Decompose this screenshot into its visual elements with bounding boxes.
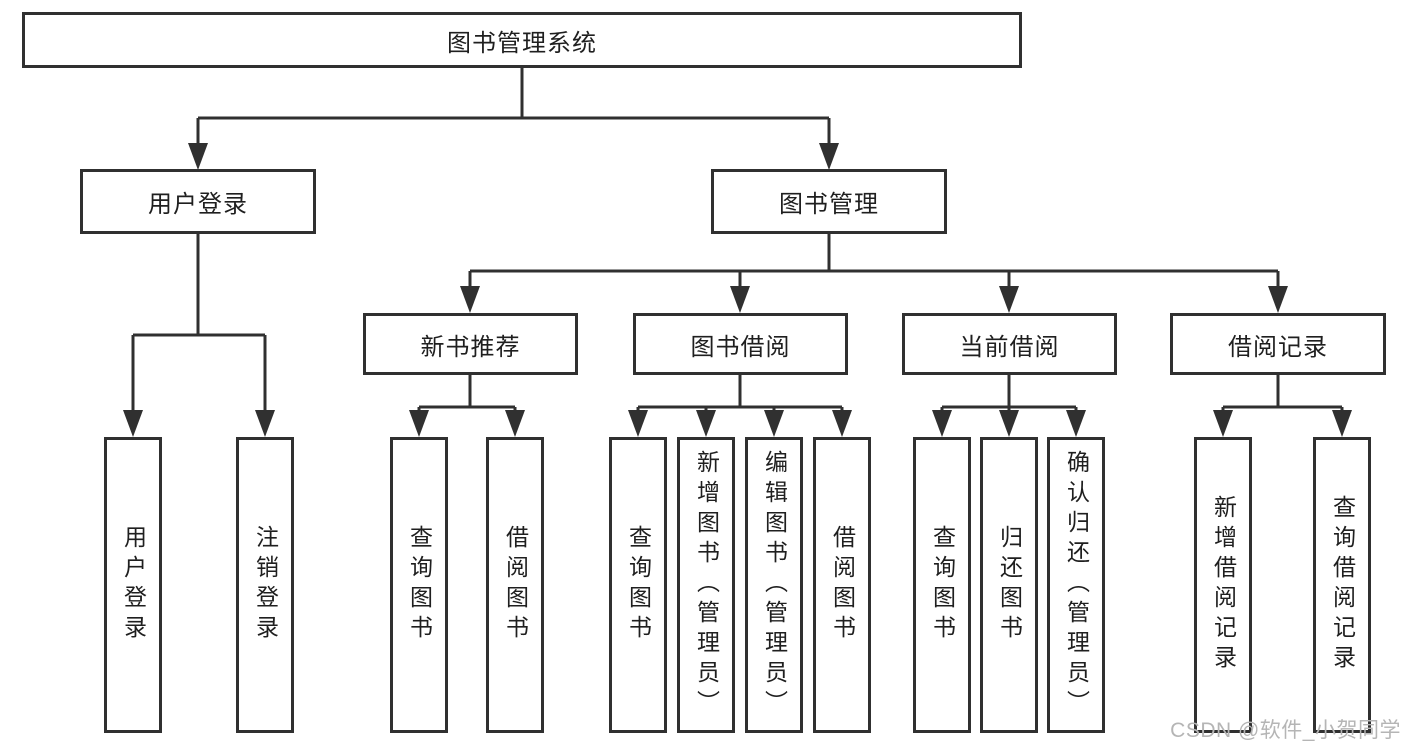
leaf-add-borrow-record: 新增借阅记录: [1194, 437, 1252, 733]
node-label: 借阅记录: [1228, 333, 1328, 361]
leaf-logout: 注销登录: [236, 437, 294, 733]
node-label: 图书借阅: [690, 333, 791, 361]
node-label: 新增借阅记录: [1210, 495, 1237, 675]
node-borrowing-records: 借阅记录: [1170, 313, 1386, 375]
node-label: 归还图书: [996, 525, 1023, 645]
node-label: 用户登录: [148, 191, 248, 218]
arrowheads: [123, 143, 1352, 437]
node-label: 当前借阅: [959, 333, 1060, 361]
node-book-management: 图书管理: [711, 169, 947, 234]
node-label: 查询借阅记录: [1329, 495, 1356, 675]
watermark-text: CSDN @软件_小贺同学: [1170, 719, 1401, 742]
node-label: 查询图书: [406, 525, 433, 645]
node-current-borrowing: 当前借阅: [902, 313, 1117, 375]
node-label: 借阅图书: [502, 525, 529, 645]
leaf-borrow-books-borrowing: 借阅图书: [813, 437, 871, 733]
leaf-query-books-borrowing: 查询图书: [609, 437, 667, 733]
node-label: 查询图书: [625, 525, 652, 645]
node-label: 用户登录: [120, 525, 147, 645]
node-label: 图书管理系统: [447, 29, 597, 57]
node-book-borrowing: 图书借阅: [633, 313, 848, 375]
node-label: 新书推荐: [420, 333, 521, 361]
node-label: 编辑图书（管理员）: [761, 450, 788, 720]
leaf-confirm-return-admin: 确认归还（管理员）: [1047, 437, 1105, 733]
leaf-query-borrow-record: 查询借阅记录: [1313, 437, 1371, 733]
node-library-management-system: 图书管理系统: [22, 12, 1022, 68]
node-label: 新增图书（管理员）: [693, 450, 720, 720]
leaf-return-books: 归还图书: [980, 437, 1038, 733]
node-label: 借阅图书: [829, 525, 856, 645]
node-user-login: 用户登录: [80, 169, 316, 234]
leaf-edit-book-admin: 编辑图书（管理员）: [745, 437, 803, 733]
leaf-add-book-admin: 新增图书（管理员）: [677, 437, 735, 733]
leaf-borrow-books-recommend: 借阅图书: [486, 437, 544, 733]
node-new-book-recommendation: 新书推荐: [363, 313, 578, 375]
leaf-query-books-current: 查询图书: [913, 437, 971, 733]
node-label: 注销登录: [252, 525, 279, 645]
node-label: 查询图书: [929, 525, 956, 645]
leaf-query-books-recommend: 查询图书: [390, 437, 448, 733]
node-label: 确认归还（管理员）: [1063, 450, 1090, 720]
leaf-user-login: 用户登录: [104, 437, 162, 733]
node-label: 图书管理: [779, 191, 879, 218]
